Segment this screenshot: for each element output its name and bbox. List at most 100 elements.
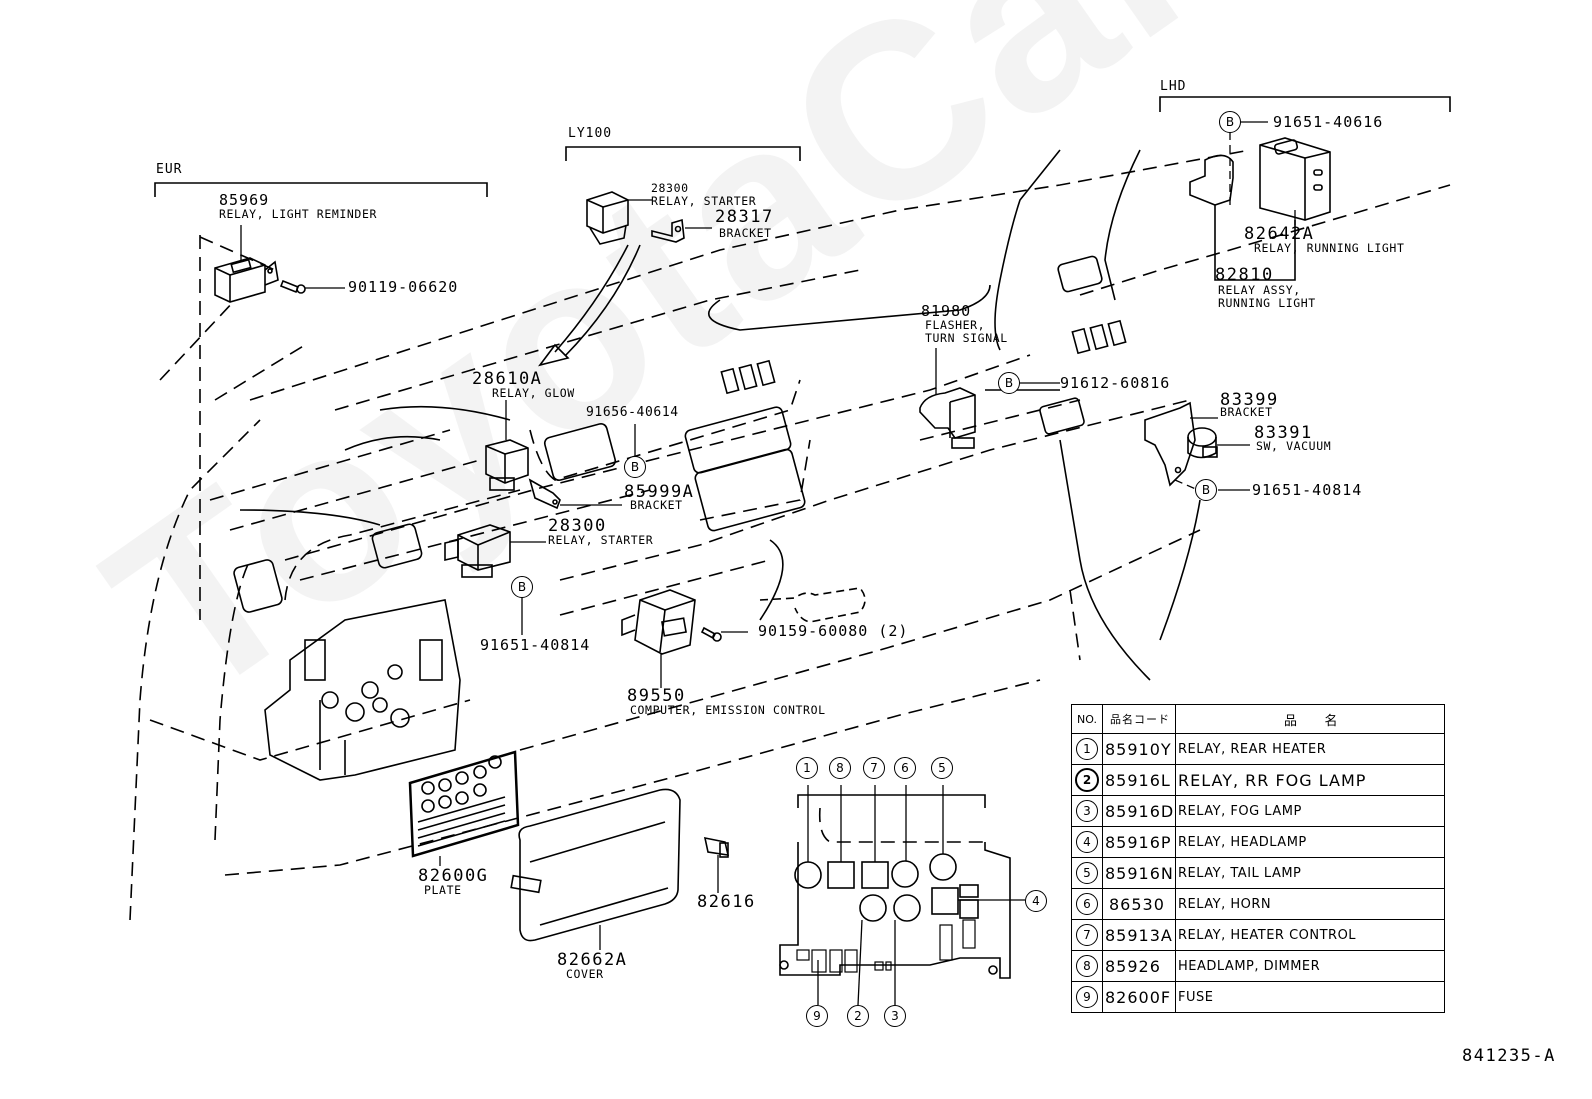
callout-83399-part[interactable]: 83399 xyxy=(1220,390,1279,410)
relay-running-light-shape xyxy=(1259,137,1331,221)
computer-emission-shape xyxy=(621,589,696,655)
dashboard-outline xyxy=(129,149,1451,921)
callout-91612-60816-part[interactable]: 91612-60816 xyxy=(1060,374,1171,392)
vacuum-switch-shape xyxy=(1187,427,1218,459)
callout-81980-desc-1: FLASHER, xyxy=(925,318,986,332)
row-code: 85916P xyxy=(1102,826,1176,858)
parts-table: NO. 品名コード 品 名 1 85910Y RELAY, REAR HEATE… xyxy=(1071,704,1445,1013)
relay-glow-shape xyxy=(485,439,529,491)
parts-table-header: NO. 品名コード 品 名 xyxy=(1071,704,1445,734)
junction-marker-1[interactable]: 1 xyxy=(796,757,818,779)
group-label-lhd: LHD xyxy=(1160,79,1187,94)
row-name: RELAY, TAIL LAMP xyxy=(1175,857,1445,889)
callout-82600g-desc: PLATE xyxy=(424,883,462,897)
row-number-badge: 7 xyxy=(1076,924,1098,946)
callout-28300-part[interactable]: 28300 xyxy=(548,516,607,536)
plate-82600g-shape xyxy=(408,750,520,858)
callout-85999a-part[interactable]: 85999A xyxy=(624,482,695,502)
callout-81980-part[interactable]: 81980 xyxy=(921,302,972,320)
callout-82662a-desc: COVER xyxy=(566,967,604,981)
marker-b-icon: B xyxy=(998,372,1020,394)
dashboard-vents xyxy=(233,255,1127,613)
bracket-28317-shape xyxy=(651,218,685,243)
marker-b-icon: B xyxy=(1219,111,1241,133)
screw-90159-shape xyxy=(700,626,722,642)
callout-28300-desc: RELAY, STARTER xyxy=(548,533,654,547)
row-name: RELAY, REAR HEATER xyxy=(1175,733,1445,765)
table-row[interactable]: 4 85916P RELAY, HEADLAMP xyxy=(1071,826,1445,858)
junction-marker-7[interactable]: 7 xyxy=(863,757,885,779)
table-row[interactable]: 6 86530 RELAY, HORN xyxy=(1071,888,1445,920)
callout-28300-ly-desc: RELAY, STARTER xyxy=(651,194,757,208)
callout-82642a-desc: RELAY, RUNNING LIGHT xyxy=(1254,241,1405,255)
row-number-badge: 4 xyxy=(1076,831,1098,853)
callout-81980-desc-2: TURN SIGNAL xyxy=(925,331,1008,345)
callout-91651-40814-left-part[interactable]: 91651-40814 xyxy=(480,636,591,654)
callout-82810-desc-1: RELAY ASSY, xyxy=(1218,283,1301,297)
callout-28317-part[interactable]: 28317 xyxy=(715,207,774,227)
leader-lines xyxy=(240,121,1296,1006)
junction-marker-2[interactable]: 2 xyxy=(847,1005,869,1027)
callout-83391-part[interactable]: 83391 xyxy=(1254,423,1313,443)
junction-marker-6[interactable]: 6 xyxy=(894,757,916,779)
table-row[interactable]: 7 85913A RELAY, HEATER CONTROL xyxy=(1071,919,1445,951)
flasher-turn-signal-shape xyxy=(919,387,976,449)
callout-85969-desc: RELAY, LIGHT REMINDER xyxy=(219,207,377,221)
group-brackets xyxy=(154,96,1451,197)
bracket-85999a-shape xyxy=(528,478,561,510)
marker-b-icon: B xyxy=(1195,479,1217,501)
connector-shape xyxy=(759,587,866,623)
group-label-ly100: LY100 xyxy=(568,126,613,141)
table-row[interactable]: 3 85916D RELAY, FOG LAMP xyxy=(1071,795,1445,827)
row-code: 85910Y xyxy=(1102,733,1176,765)
group-label-eur: EUR xyxy=(156,162,183,177)
row-number-badge: 1 xyxy=(1076,738,1098,760)
relay-starter-ly100-shape xyxy=(586,191,629,245)
junction-marker-5[interactable]: 5 xyxy=(931,757,953,779)
row-number-badge: 2 xyxy=(1075,768,1099,792)
table-row[interactable]: 5 85916N RELAY, TAIL LAMP xyxy=(1071,857,1445,889)
table-row[interactable]: 2 85916L RELAY, RR FOG LAMP xyxy=(1071,764,1445,796)
callout-90119-part[interactable]: 90119-06620 xyxy=(348,278,459,296)
callout-28300-ly-part[interactable]: 28300 xyxy=(651,181,689,195)
table-row[interactable]: 9 82600F FUSE xyxy=(1071,981,1445,1013)
row-name: RELAY, HEADLAMP xyxy=(1175,826,1445,858)
screw-90119-shape xyxy=(279,279,306,294)
junction-block-dash-shape xyxy=(264,599,461,781)
junction-marker-9[interactable]: 9 xyxy=(806,1005,828,1027)
header-code: 品名コード xyxy=(1102,704,1176,734)
relay-starter-shape xyxy=(444,524,511,578)
row-name: HEADLAMP, DIMMER xyxy=(1175,950,1445,982)
row-number-badge: 3 xyxy=(1076,800,1098,822)
table-row[interactable]: 8 85926 HEADLAMP, DIMMER xyxy=(1071,950,1445,982)
bracket-running-light-shape xyxy=(1189,154,1296,281)
row-code: 85916D xyxy=(1102,795,1176,827)
marker-b-icon: B xyxy=(511,576,533,598)
junction-marker-3[interactable]: 3 xyxy=(884,1005,906,1027)
relay-light-reminder-shape xyxy=(214,257,279,303)
callout-89550-part[interactable]: 89550 xyxy=(627,686,686,706)
header-name: 品 名 xyxy=(1175,704,1445,734)
callout-91656-40614-part[interactable]: 91656-40614 xyxy=(586,405,679,420)
row-code: 85916L xyxy=(1102,764,1176,796)
callout-82810-desc-2: RUNNING LIGHT xyxy=(1218,296,1316,310)
callout-91651-40814-right-part[interactable]: 91651-40814 xyxy=(1252,481,1363,499)
callout-82642a-part[interactable]: 82642A xyxy=(1244,224,1315,244)
row-name: FUSE xyxy=(1175,981,1445,1013)
junction-marker-8[interactable]: 8 xyxy=(829,757,851,779)
callout-82616-part[interactable]: 82616 xyxy=(697,892,756,912)
callout-28610a-part[interactable]: 28610A xyxy=(472,369,543,389)
drawing-id: 841235-A xyxy=(1462,1046,1556,1066)
callout-83391-desc: SW, VACUUM xyxy=(1256,439,1332,453)
callout-91651-40616-part[interactable]: 91651-40616 xyxy=(1273,113,1384,131)
table-row[interactable]: 1 85910Y RELAY, REAR HEATER xyxy=(1071,733,1445,765)
callout-82662a-part[interactable]: 82662A xyxy=(557,950,628,970)
row-name: RELAY, HEATER CONTROL xyxy=(1175,919,1445,951)
callout-82600g-part[interactable]: 82600G xyxy=(418,866,489,886)
junction-marker-4[interactable]: 4 xyxy=(1025,890,1047,912)
callout-82810-part[interactable]: 82810 xyxy=(1215,265,1274,285)
row-code: 85916N xyxy=(1102,857,1176,889)
callout-85969-part[interactable]: 85969 xyxy=(219,191,270,209)
callout-90159-60080-part[interactable]: 90159-60080 (2) xyxy=(758,622,909,640)
row-number-badge: 6 xyxy=(1076,893,1098,915)
